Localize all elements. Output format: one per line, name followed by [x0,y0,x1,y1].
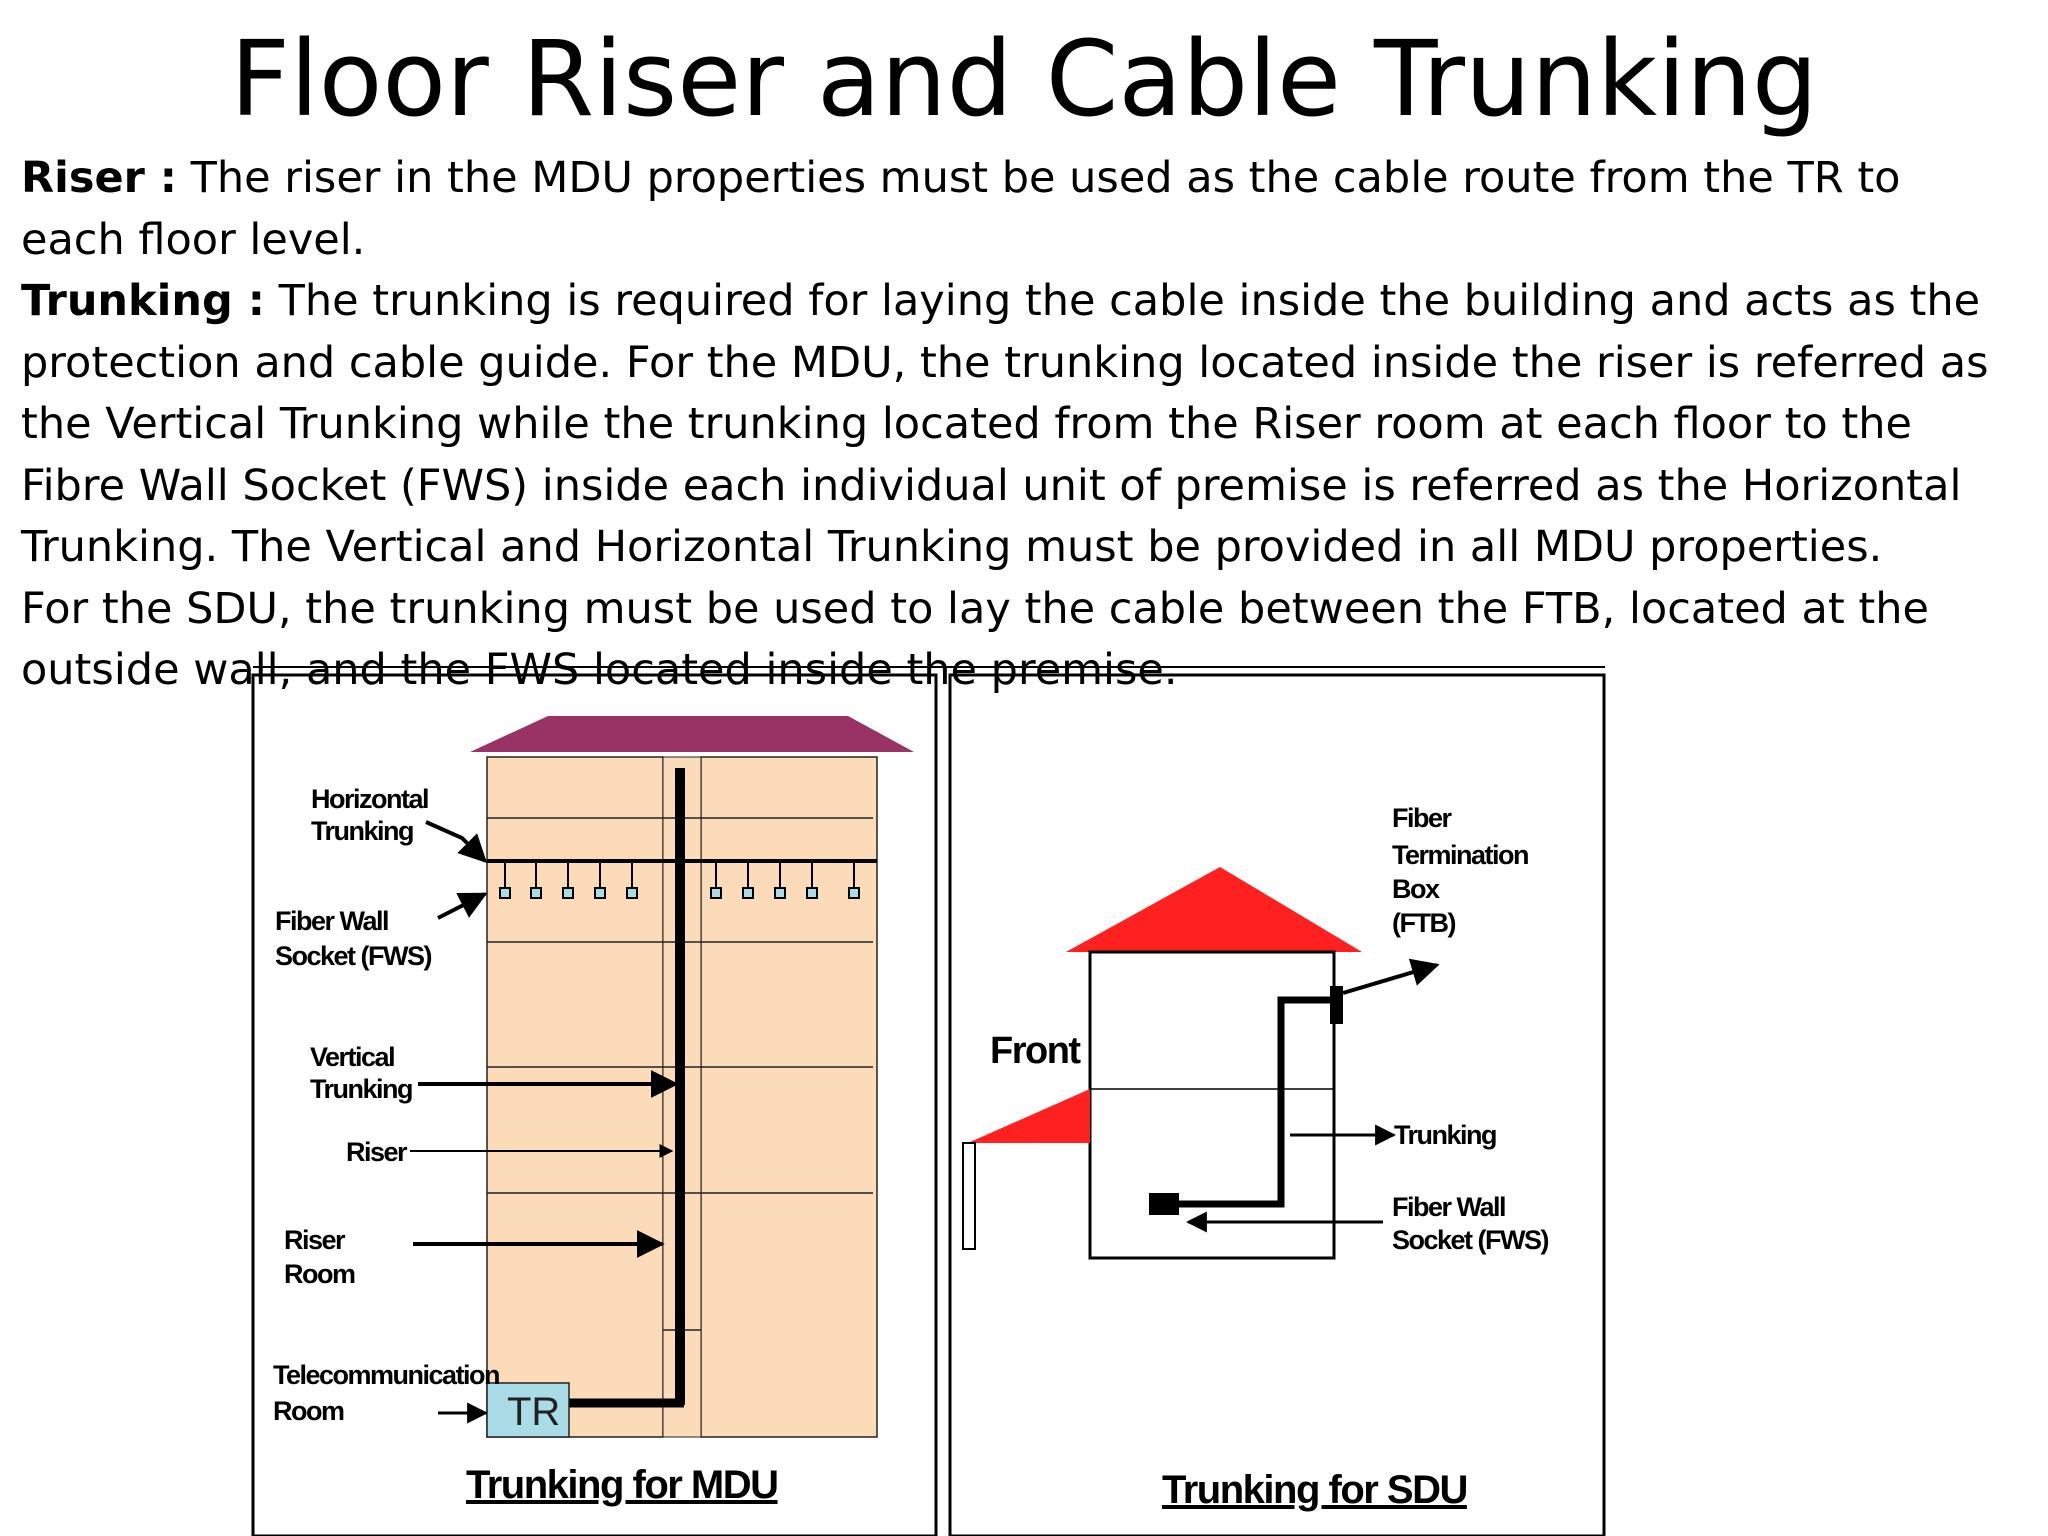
sdu-paragraph: For the SDU, the trunking must be used t… [21,583,1929,696]
front-awning [968,1089,1090,1143]
sdu-trunking-label: Trunking [1394,1120,1496,1150]
sdu-fws-label-2: Socket (FWS) [1392,1225,1549,1255]
sdu-fws-label-1: Fiber Wall [1392,1192,1505,1222]
mdu-roof [470,716,914,752]
slide-title: Floor Riser and Cable Trunking [230,18,1818,140]
vertical-trunking-label-2: Trunking [310,1074,412,1104]
fws-label-1: Fiber Wall [275,906,388,936]
horizontal-trunking-label-1: Horizontal [311,784,428,814]
telecom-room-label-2: Room [273,1396,344,1426]
body-text: Riser : The riser in the MDU properties … [21,148,2011,702]
mdu-frame [251,673,938,1536]
mdu-diagram: TR Horizontal Trunking Fiber Wall Socket… [251,666,1605,1536]
sdu-roof [1066,867,1362,952]
riser-paragraph: Riser : The riser in the MDU properties … [21,148,2011,271]
vertical-trunking-label-1: Vertical [310,1042,394,1072]
sdu-caption: Trunking for SDU [1162,1468,1467,1512]
mdu-caption: Trunking for MDU [466,1463,778,1507]
sdu-diagram: Front Fiber Termination Box (FTB) Trunki… [948,673,1606,1536]
ftb-label-2: Termination [1392,840,1528,870]
fws-drops [499,861,860,899]
sdu-frame [948,673,1606,1536]
tr-label: TR [507,1390,560,1434]
trunking-definition: The trunking is required for laying the … [21,276,1989,572]
riser-room-label-1: Riser [284,1225,346,1255]
ftb-label-4: (FTB) [1392,908,1455,938]
front-label: Front [990,1030,1081,1072]
front-post [962,1142,976,1250]
ftb-label-1: Fiber [1392,803,1453,833]
mdu-arrows [410,820,679,1424]
sdu-trunking [1179,996,1337,1208]
ftb-box [1330,986,1343,1024]
trunking-paragraph: Trunking : The trunking is required for … [21,271,2011,579]
horizontal-trunking-label-2: Trunking [311,816,413,846]
sdu-arrows [1185,958,1440,1233]
riser-room-label-2: Room [284,1259,355,1289]
trunking-term: Trunking : [21,276,265,326]
riser-term: Riser : [21,153,177,203]
mdu-building-right [700,756,878,1438]
riser-label: Riser [346,1137,408,1167]
ftb-label-3: Box [1392,874,1440,904]
riser-definition: The riser in the MDU properties must be … [21,153,1901,265]
telecom-room-label-1: Telecommunication [273,1360,499,1390]
fws-label-2: Socket (FWS) [275,941,432,971]
mdu-building-left [486,756,664,1438]
sdu-fws-box [1149,1193,1179,1215]
